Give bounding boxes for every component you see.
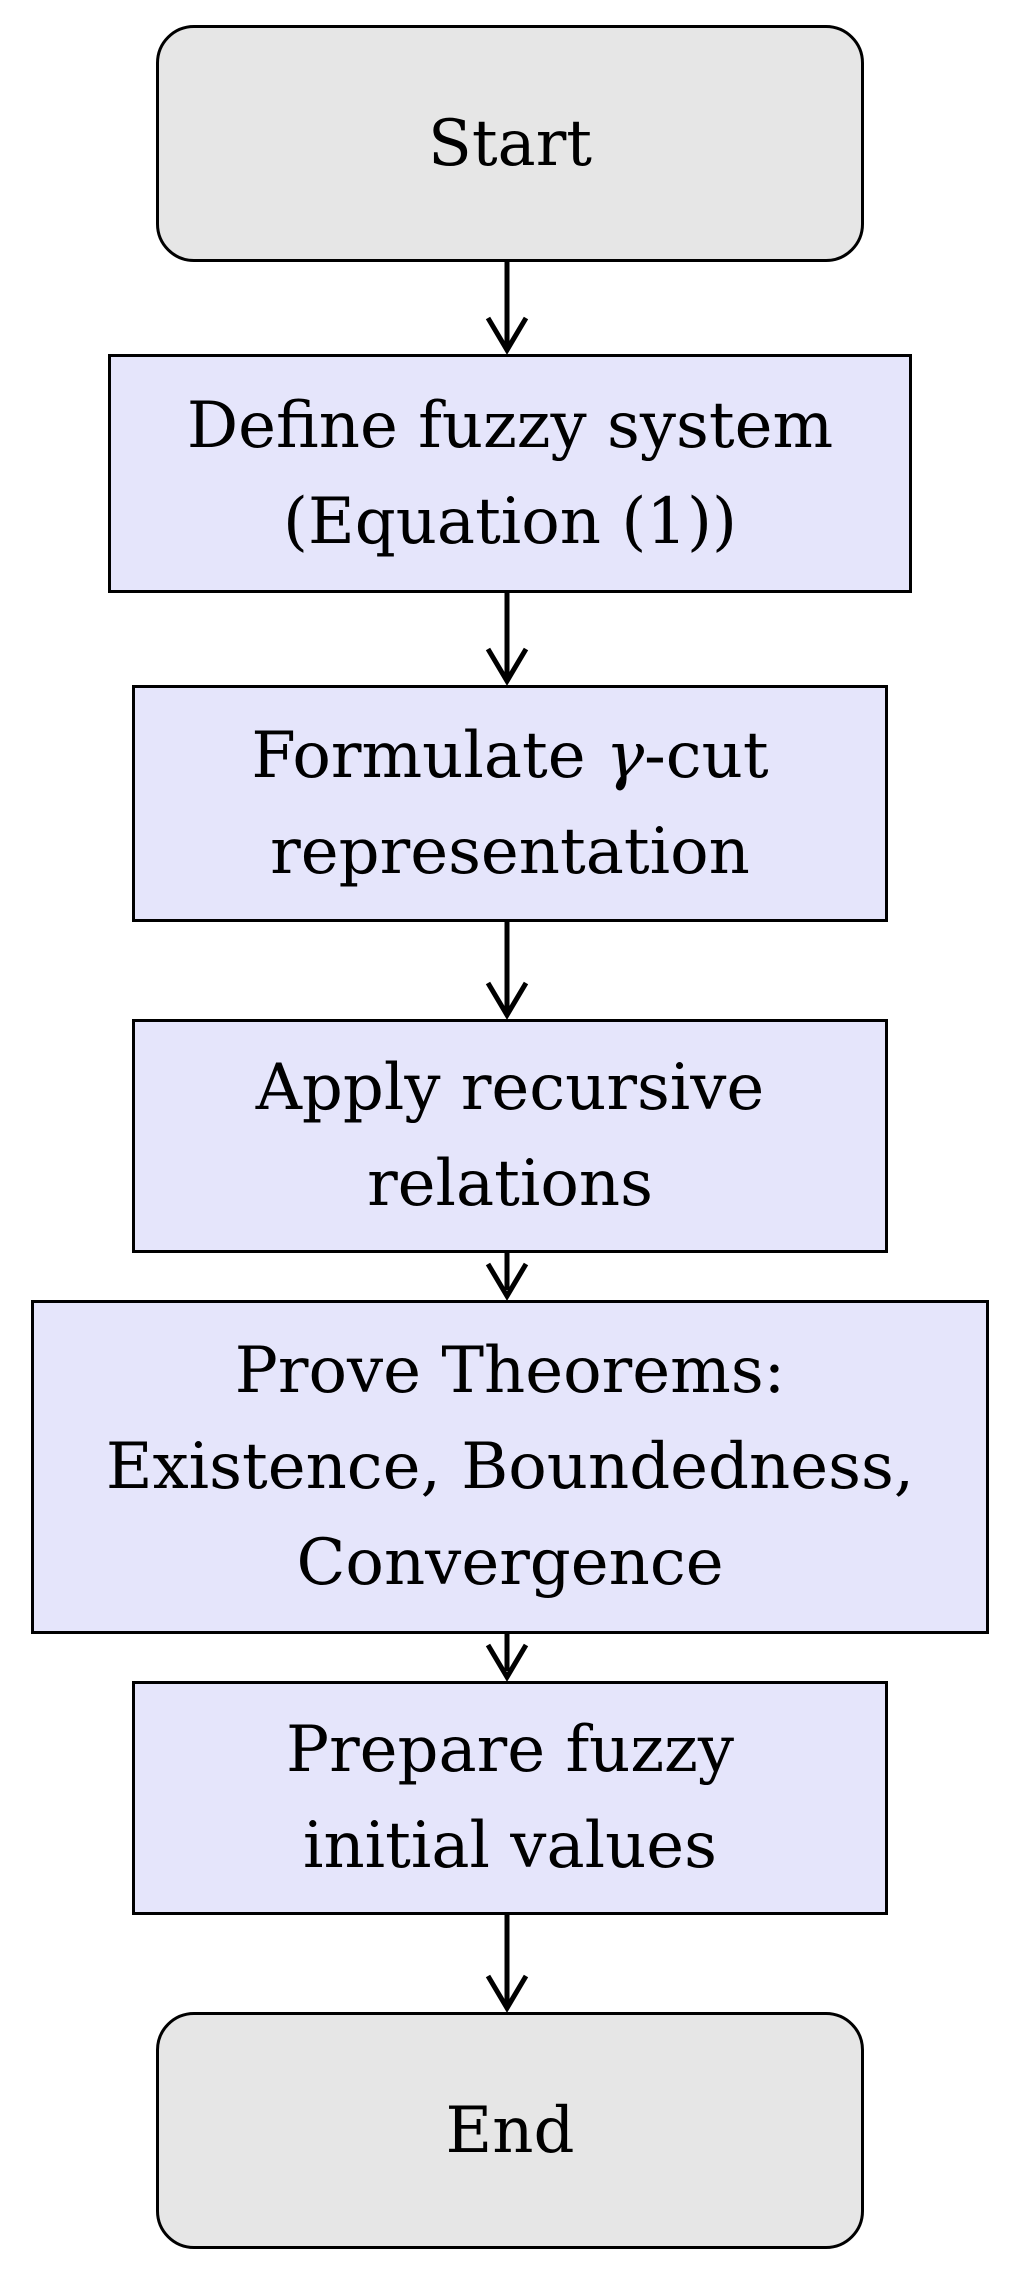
node-start: Start xyxy=(156,25,864,262)
arrow-define-to-formulate xyxy=(485,593,529,686)
node-define-fuzzy-system: Define fuzzy system (Equation (1)) xyxy=(108,354,912,593)
node-start-label: Start xyxy=(427,106,593,181)
node-end: End xyxy=(156,2012,864,2249)
node-define-line-1: Define fuzzy system xyxy=(186,388,834,463)
node-prove-theorems: Prove Theorems: Existence, Boundedness, … xyxy=(31,1300,989,1634)
node-formulate-gamma-cut: Formulate γ-cut representation xyxy=(132,685,888,922)
node-prepare-line-1: Prepare fuzzy xyxy=(286,1713,734,1787)
node-prepare-line-2: initial values xyxy=(302,1809,718,1883)
node-prepare-initial-values: Prepare fuzzy initial values xyxy=(132,1681,888,1915)
node-prove-line-1: Prove Theorems: xyxy=(234,1334,786,1408)
node-formulate-line-1: Formulate γ-cut xyxy=(251,708,768,804)
node-apply-line-1: Apply recursive xyxy=(255,1051,765,1125)
arrow-start-to-define xyxy=(485,262,529,355)
node-end-label: End xyxy=(445,2093,575,2168)
node-prove-line-3: Convergence xyxy=(296,1526,724,1600)
arrow-prove-to-prepare xyxy=(485,1634,529,1682)
arrow-apply-to-prove xyxy=(485,1253,529,1301)
arrow-prepare-to-end xyxy=(485,1915,529,2013)
node-prove-line-2: Existence, Boundedness, xyxy=(105,1430,915,1504)
node-apply-line-2: relations xyxy=(367,1147,653,1221)
arrow-formulate-to-apply xyxy=(485,922,529,1020)
node-formulate-line-2: representation xyxy=(270,814,750,889)
node-define-line-2: (Equation (1)) xyxy=(283,484,737,559)
node-formulate-prefix: Formulate xyxy=(251,718,606,793)
node-formulate-suffix: -cut xyxy=(644,718,769,793)
gamma-symbol: γ xyxy=(605,718,645,793)
node-apply-recursive-relations: Apply recursive relations xyxy=(132,1019,888,1253)
